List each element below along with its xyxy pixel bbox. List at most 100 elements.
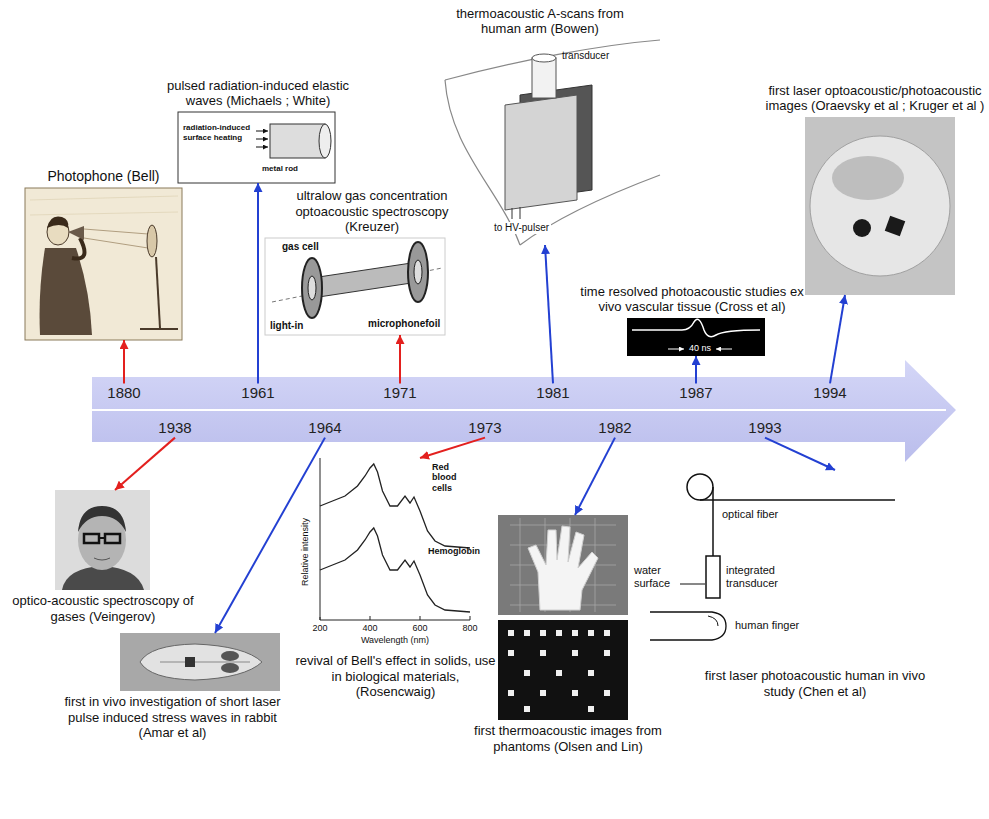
figure-label: surface heating [183, 133, 242, 142]
year-marker: 1987 [675, 383, 716, 402]
absorption-spectrum [320, 464, 470, 548]
timeline-arrow [115, 438, 175, 490]
timeline-arrow [575, 438, 615, 515]
figure-label: integrated transducer [726, 564, 796, 589]
oscilloscope-trace [627, 318, 765, 356]
year-marker: 1973 [464, 418, 505, 437]
event-caption: thermoacoustic A-scans from human arm (B… [440, 6, 640, 37]
metal-rod-figure [270, 124, 325, 158]
optoacoustic-image [805, 117, 955, 295]
photophone-engraving [72, 238, 85, 259]
arm-transducer-figure [520, 207, 521, 219]
optoacoustic-image [853, 219, 871, 237]
phantom-photos [510, 518, 616, 612]
event-panel: ultralow gas concentration optoacoustic … [265, 238, 445, 335]
year-marker: 1982 [594, 418, 635, 437]
event-caption: first thermoacoustic images from phantom… [453, 723, 683, 754]
event-caption: first laser optoacoustic/photoacoustic i… [765, 83, 985, 114]
optoacoustic-image [810, 136, 950, 276]
year-marker: 1961 [237, 383, 278, 402]
photophone-engraving [140, 328, 178, 330]
gas-cell-figure [265, 238, 445, 335]
figure-label: transducer [562, 50, 609, 62]
timeline-arrow [695, 356, 697, 383]
figure-label: 600 [412, 623, 427, 633]
fiber-probe-sketch [712, 487, 714, 556]
portrait-photo [55, 490, 150, 590]
arm-transducer-figure [445, 40, 660, 245]
event-caption: time resolved photoacoustic studies ex v… [577, 284, 807, 315]
phantom-photos [508, 630, 514, 636]
oscilloscope-trace [668, 349, 684, 350]
arm-transducer-figure [505, 95, 577, 210]
figure-label: radiation-induced [183, 123, 250, 132]
absorption-spectrum [320, 464, 470, 548]
timeline-arrow [123, 340, 125, 383]
timeline-arrow [830, 295, 845, 383]
absorption-spectrum [320, 458, 470, 620]
arm-transducer-figure [532, 54, 556, 62]
event-panel: first thermoacoustic images from phantom… [498, 515, 628, 720]
phantom-photos [498, 515, 628, 720]
photophone-engraving [84, 229, 148, 248]
year-label: 1880 [107, 384, 140, 401]
event-panel: thermoacoustic A-scans from human arm (B… [420, 40, 660, 245]
year-marker: 1993 [744, 418, 785, 437]
event-panel: pulsed radiation-induced elastic waves (… [178, 112, 335, 183]
gas-cell-figure [308, 276, 316, 300]
year-label: 1987 [679, 384, 712, 401]
rabbit-skull-image [160, 662, 250, 663]
absorption-spectrum [470, 616, 471, 620]
phantom-photos [540, 630, 546, 636]
year-label: 1964 [308, 419, 341, 436]
photophone-engraving [68, 226, 84, 240]
year-label: 1961 [241, 384, 274, 401]
phantom-photos [524, 706, 530, 712]
metal-rod-figure [319, 124, 331, 158]
fiber-probe-sketch [680, 584, 705, 585]
phantom-photos [572, 630, 578, 636]
phantom-photos [604, 650, 610, 656]
absorption-spectrum [420, 616, 421, 620]
portrait-photo [99, 537, 105, 539]
phantom-photos [528, 526, 598, 610]
year-marker: 1880 [103, 383, 144, 402]
connector-group [115, 183, 845, 633]
year-label: 1971 [383, 384, 416, 401]
figure-label: gas cell [282, 241, 319, 253]
year-label: 1981 [536, 384, 569, 401]
figure-label: water surface [634, 564, 678, 589]
arm-transducer-figure [532, 58, 556, 98]
metal-rod-figure [256, 139, 268, 140]
optoacoustic-image [885, 216, 906, 237]
figure-label: Red blood cells [432, 462, 464, 493]
year-label: 1982 [598, 419, 631, 436]
fiber-probe-sketch [650, 612, 726, 640]
fiber-probe-sketch [708, 616, 718, 626]
gas-cell-figure [408, 242, 428, 302]
year-marker: 1981 [532, 383, 573, 402]
figure-label: 200 [312, 623, 327, 633]
phantom-photos [540, 650, 546, 656]
portrait-photo [78, 506, 126, 532]
event-panel: revival of Bell's effect in solids, use … [318, 458, 470, 650]
event-panel: first in vivo investigation of short las… [120, 633, 280, 691]
fiber-probe-sketch [650, 474, 895, 640]
phantom-photos [556, 670, 562, 676]
absorption-spectrum [320, 528, 470, 612]
phantom-photos [588, 706, 594, 712]
figure-label: 40 ns [689, 343, 711, 353]
year-marker: 1971 [379, 383, 420, 402]
phantom-photos [588, 670, 594, 676]
gas-cell-figure [265, 238, 445, 335]
absorption-spectrum [320, 458, 321, 620]
timeline-arrow [545, 245, 553, 383]
timeline-band [92, 360, 956, 462]
rabbit-skull-image [185, 657, 195, 667]
figure-label: human finger [735, 619, 799, 632]
event-caption: pulsed radiation-induced elastic waves (… [148, 78, 368, 109]
